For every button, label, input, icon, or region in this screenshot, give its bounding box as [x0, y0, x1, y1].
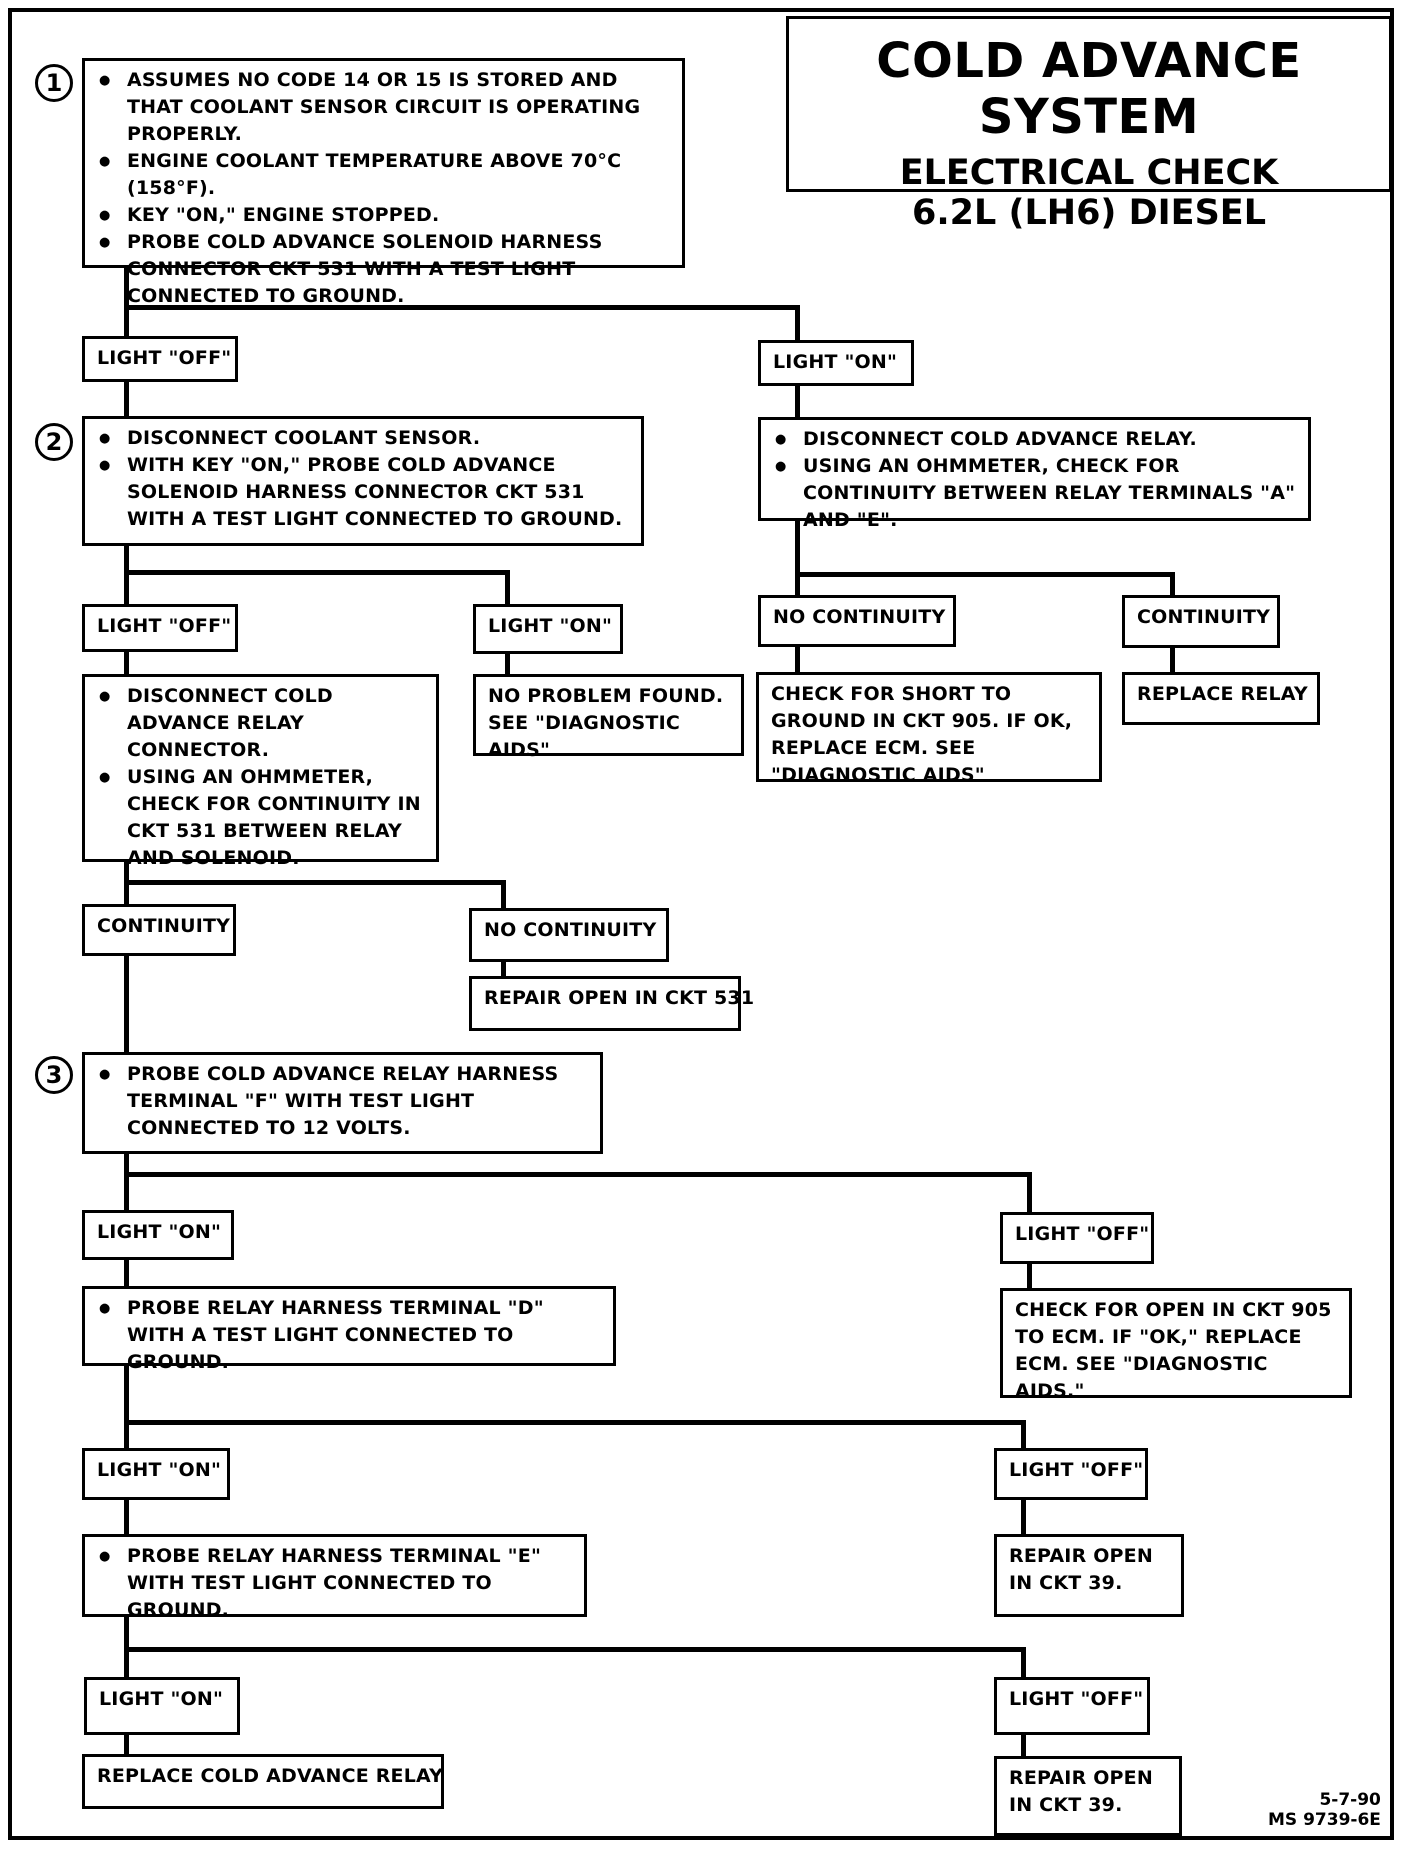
step-2-item: DISCONNECT COOLANT SENSOR. — [97, 425, 631, 452]
step-3-box: PROBE COLD ADVANCE RELAY HARNESS TERMINA… — [82, 1052, 603, 1154]
footer-code: MS 9739-6E — [1268, 1810, 1381, 1830]
relay-check-item: DISCONNECT COLD ADVANCE RELAY. — [773, 426, 1298, 453]
probe-terminal-e-box: PROBE RELAY HARNESS TERMINAL "E" WITH TE… — [82, 1534, 587, 1621]
step-1-item: ASSUMES NO CODE 14 OR 15 IS STORED AND T… — [97, 67, 672, 148]
step-2-marker: 2 — [35, 423, 73, 461]
no-problem-box: NO PROBLEM FOUND. SEE "DIAGNOSTIC AIDS" — [473, 674, 744, 761]
step-1-marker: 1 — [35, 64, 73, 102]
step-3-marker: 3 — [35, 1056, 73, 1094]
repair-ckt-531-box: REPAIR OPEN IN CKT 531 — [469, 976, 754, 1031]
probe-terminal-e-item: PROBE RELAY HARNESS TERMINAL "E" WITH TE… — [97, 1543, 574, 1624]
title-engine: 6.2L (LH6) DIESEL — [911, 193, 1267, 233]
relay-continuity-label: CONTINUITY — [1122, 595, 1280, 648]
step-2-light-on-label: LIGHT "ON" — [473, 604, 623, 654]
replace-relay-box: REPLACE RELAY — [1122, 672, 1320, 725]
probe-terminal-d-item: PROBE RELAY HARNESS TERMINAL "D" WITH A … — [97, 1295, 603, 1376]
connector-no-continuity-label: NO CONTINUITY — [469, 908, 669, 962]
terminal-d-light-on-label: LIGHT "ON" — [82, 1448, 230, 1500]
terminal-e-light-off-label: LIGHT "OFF" — [994, 1677, 1150, 1735]
connector-check-box: DISCONNECT COLD ADVANCE RELAY CONNECTOR.… — [82, 674, 439, 869]
relay-check-item: USING AN OHMMETER, CHECK FOR CONTINUITY … — [773, 453, 1298, 534]
short-to-ground-box: CHECK FOR SHORT TO GROUND IN CKT 905. IF… — [756, 672, 1102, 786]
step-2-item: WITH KEY "ON," PROBE COLD ADVANCE SOLENO… — [97, 452, 631, 533]
title-sub: ELECTRICAL CHECK — [899, 153, 1279, 193]
connector-continuity-label: CONTINUITY — [82, 904, 236, 956]
step-1-item: KEY "ON," ENGINE STOPPED. — [97, 202, 672, 229]
repair-ckt-39-box-1: REPAIR OPEN IN CKT 39. — [994, 1534, 1184, 1617]
repair-ckt-39-box-2: REPAIR OPEN IN CKT 39. — [994, 1756, 1182, 1836]
page-frame — [8, 8, 1394, 1840]
step-2-box: DISCONNECT COOLANT SENSOR. WITH KEY "ON,… — [82, 416, 644, 546]
title-main: COLD ADVANCE SYSTEM — [876, 33, 1302, 145]
step-3-item: PROBE COLD ADVANCE RELAY HARNESS TERMINA… — [97, 1061, 590, 1142]
step-1-box: ASSUMES NO CODE 14 OR 15 IS STORED AND T… — [82, 58, 685, 307]
step-3-light-on-label: LIGHT "ON" — [82, 1210, 234, 1260]
connector-check-item: USING AN OHMMETER, CHECK FOR CONTINUITY … — [97, 764, 426, 872]
relay-no-continuity-label: NO CONTINUITY — [758, 595, 956, 647]
relay-check-box: DISCONNECT COLD ADVANCE RELAY. USING AN … — [758, 417, 1311, 531]
replace-cold-advance-relay-box: REPLACE COLD ADVANCE RELAY — [82, 1754, 444, 1809]
probe-terminal-d-box: PROBE RELAY HARNESS TERMINAL "D" WITH A … — [82, 1286, 616, 1373]
step-1-light-on-label: LIGHT "ON" — [758, 340, 914, 386]
terminal-e-light-on-label: LIGHT "ON" — [84, 1677, 240, 1735]
step-1-light-off-label: LIGHT "OFF" — [82, 336, 238, 382]
check-open-905-box: CHECK FOR OPEN IN CKT 905 TO ECM. IF "OK… — [1000, 1288, 1352, 1402]
title-block: COLD ADVANCE SYSTEM ELECTRICAL CHECK 6.2… — [786, 16, 1392, 233]
document-footer: 5-7-90 MS 9739-6E — [1268, 1790, 1381, 1830]
footer-date: 5-7-90 — [1319, 1790, 1381, 1810]
step-1-item: ENGINE COOLANT TEMPERATURE ABOVE 70°C (1… — [97, 148, 672, 202]
terminal-d-light-off-label: LIGHT "OFF" — [994, 1448, 1148, 1500]
step-1-item: PROBE COLD ADVANCE SOLENOID HARNESS CONN… — [97, 229, 672, 310]
step-3-light-off-label: LIGHT "OFF" — [1000, 1212, 1154, 1264]
connector-check-item: DISCONNECT COLD ADVANCE RELAY CONNECTOR. — [97, 683, 426, 764]
step-2-light-off-label: LIGHT "OFF" — [82, 604, 238, 652]
